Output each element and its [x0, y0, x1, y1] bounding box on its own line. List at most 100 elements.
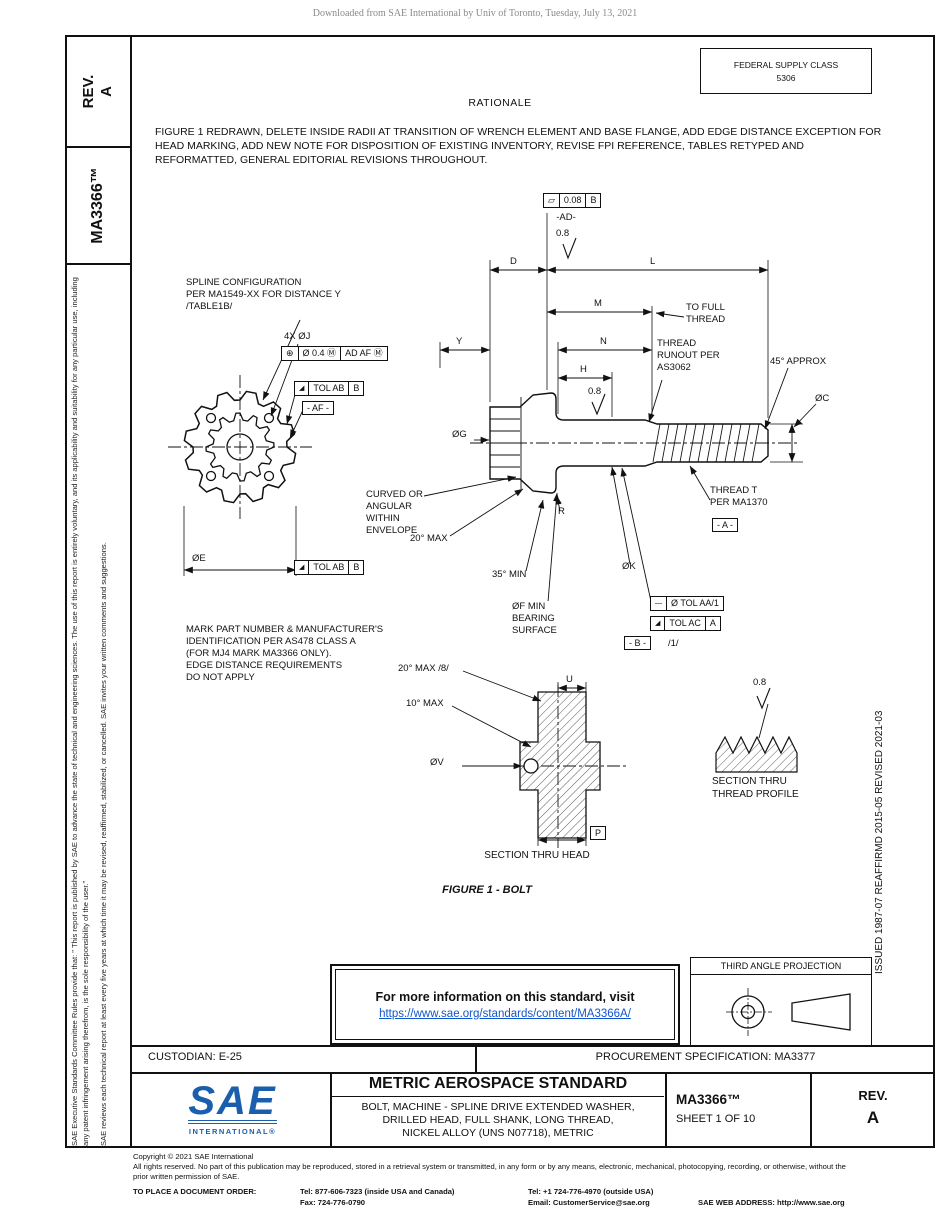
angle-20-max: 20° MAX	[410, 533, 448, 544]
finish-value-thread: 0.8	[753, 677, 767, 688]
sae-logo-text: SAE	[188, 1079, 277, 1124]
thread-runout-note: THREAD RUNOUT PER AS3062	[657, 338, 720, 374]
runout-icon: ◢	[655, 620, 661, 627]
titleblock-top-rule	[130, 1072, 935, 1074]
footer-top-rule	[130, 1045, 935, 1047]
sidebar-disclaimer-2: SAE reviews each technical report at lea…	[99, 542, 108, 1146]
dim-m: M	[594, 298, 602, 309]
section-head-caption: SECTION THRU HEAD	[484, 850, 590, 861]
dim-n: N	[600, 336, 607, 347]
info-box-link[interactable]: https://www.sae.org/standards/content/MA…	[379, 1007, 631, 1020]
spline-end-view	[183, 390, 297, 504]
sae-logo-sub: INTERNATIONAL®	[188, 1127, 277, 1136]
fsc-box: FEDERAL SUPPLY CLASS 5306	[700, 48, 872, 94]
order-tel-1: Tel: 877-606-7323 (inside USA and Canada…	[300, 1187, 455, 1196]
dim-y: Y	[456, 336, 463, 347]
download-watermark: Downloaded from SAE International by Uni…	[312, 8, 638, 19]
holes-callout: 4X ØJ	[284, 331, 311, 342]
fsc-value: 5306	[776, 72, 796, 83]
titleblock-div-2	[665, 1072, 667, 1148]
copyright-line-1: Copyright © 2021 SAE International	[133, 1152, 254, 1161]
to-full-thread-note: TO FULL THREAD	[686, 302, 726, 325]
fcf-tol-ab-2: ◢ TOL AB B	[294, 560, 365, 575]
dimension-lines	[183, 266, 796, 844]
fcf-position: ⊕ Ø 0.4 Ⓜ AD AF Ⓜ	[281, 346, 388, 361]
custodian-divider	[475, 1045, 477, 1072]
custodian: CUSTODIAN: E-25	[148, 1051, 242, 1063]
fcf-tol-ab-1: ◢ TOL AB B	[294, 381, 365, 396]
curved-envelope-note: CURVED OR ANGULAR WITHIN ENVELOPE	[366, 489, 423, 537]
section-thread-caption: SECTION THRU THREAD PROFILE	[712, 776, 799, 800]
rationale-body: FIGURE 1 REDRAWN, DELETE INSIDE RADII AT…	[155, 126, 882, 166]
section-thru-head	[519, 691, 601, 839]
projection-label: THIRD ANGLE PROJECTION	[691, 958, 871, 975]
part-description-2: DRILLED HEAD, FULL SHANK, LONG THREAD,	[382, 1114, 614, 1126]
datum-flag-ad: -AD-	[556, 212, 576, 223]
finish-value-top: 0.8	[556, 228, 570, 239]
part-description-1: BOLT, MACHINE - SPLINE DRIVE EXTENDED WA…	[361, 1101, 635, 1113]
order-fax: Fax: 724-776-0790	[300, 1198, 366, 1207]
fcf-tol-ac: ◢ TOL AC A	[650, 616, 721, 631]
sae-logo: SAE INTERNATIONAL®	[150, 1078, 315, 1140]
flatness-icon: ▱	[548, 195, 555, 205]
angle-10-max: 10° MAX	[406, 698, 444, 709]
procurement-spec: PROCUREMENT SPECIFICATION: MA3377	[595, 1051, 816, 1063]
titleblock-sheet: SHEET 1 OF 10	[676, 1113, 756, 1125]
order-email: Email: CustomerService@sae.org	[528, 1198, 650, 1207]
revision-history: ISSUED 1987-07 REAFFIRMD 2015-05 REVISED…	[874, 710, 885, 974]
dia-v: ØV	[430, 757, 444, 768]
sidebar-rev: REV. A	[67, 37, 128, 146]
datum-flag-af: - AF -	[302, 401, 334, 415]
dim-d: D	[510, 256, 517, 267]
info-box-text: For more information on this standard, v…	[375, 989, 635, 1004]
sidebar-doc-number: MA3366™	[88, 167, 106, 244]
titleblock-doc-number: MA3366™	[676, 1092, 741, 1107]
dia-k: ØK	[622, 561, 636, 572]
position-icon: ⊕	[286, 348, 294, 358]
dim-r: R	[558, 506, 565, 517]
page-border	[65, 35, 935, 1148]
bearing-surface-note: ØF MIN BEARING SURFACE	[512, 601, 557, 637]
centerlines	[168, 375, 800, 848]
titleblock-div-3	[810, 1072, 812, 1148]
order-label: TO PLACE A DOCUMENT ORDER:	[133, 1187, 257, 1196]
titleblock-div-1	[330, 1072, 332, 1148]
docnum-box-divider	[67, 263, 130, 265]
part-description-3: NICKEL ALLOY (UNS N07718), METRIC	[402, 1127, 594, 1139]
projection-box: THIRD ANGLE PROJECTION	[690, 957, 872, 1047]
straightness-icon: —	[655, 600, 662, 607]
fcf-tol-aa: — Ø TOL AA/1	[650, 596, 724, 611]
finish-value-mid: 0.8	[588, 386, 602, 397]
dim-u: U	[566, 674, 573, 685]
copyright-line-2: All rights reserved. No part of this pub…	[133, 1162, 846, 1181]
titleblock-rev-value: A	[866, 1108, 880, 1127]
runout-icon: ◢	[299, 385, 305, 392]
rationale-title: RATIONALE	[468, 97, 532, 109]
thread-profile-section	[715, 735, 798, 773]
dia-c: ØC	[815, 393, 830, 404]
dia-g: ØG	[452, 429, 467, 440]
third-angle-projection-icon	[726, 988, 851, 1036]
spline-config-note: SPLINE CONFIGURATION PER MA1549-XX FOR D…	[186, 277, 341, 312]
rev-box-divider	[67, 146, 130, 148]
sidebar-disclaimer-1: SAE Executive Standards Committee Rules …	[70, 277, 90, 1146]
fsc-label: FEDERAL SUPPLY CLASS	[733, 59, 839, 70]
dim-h: H	[580, 364, 587, 375]
sidebar-rev-value: A	[97, 86, 115, 97]
info-box: For more information on this standard, v…	[330, 964, 680, 1045]
angle-20-max-8: 20° MAX /8/	[398, 663, 449, 674]
datum-flag-a: - A -	[712, 518, 739, 532]
titleblock-rev-label: REV.	[858, 1088, 888, 1103]
leader-lines	[262, 310, 817, 770]
order-tel-2: Tel: +1 724-776-4970 (outside USA)	[528, 1187, 654, 1196]
angle-35-min: 35° MIN	[492, 569, 527, 580]
note-ref-1: /1/	[668, 638, 679, 649]
info-box-inner-border: For more information on this standard, v…	[335, 969, 675, 1040]
thread-lines	[652, 423, 760, 463]
sidebar-rev-label: REV.	[80, 74, 98, 109]
figure-caption: FIGURE 1 - BOLT	[442, 884, 532, 896]
standard-type-title: METRIC AEROSPACE STANDARD	[332, 1075, 664, 1097]
marking-note: MARK PART NUMBER & MANUFACTURER'S IDENTI…	[186, 624, 384, 683]
